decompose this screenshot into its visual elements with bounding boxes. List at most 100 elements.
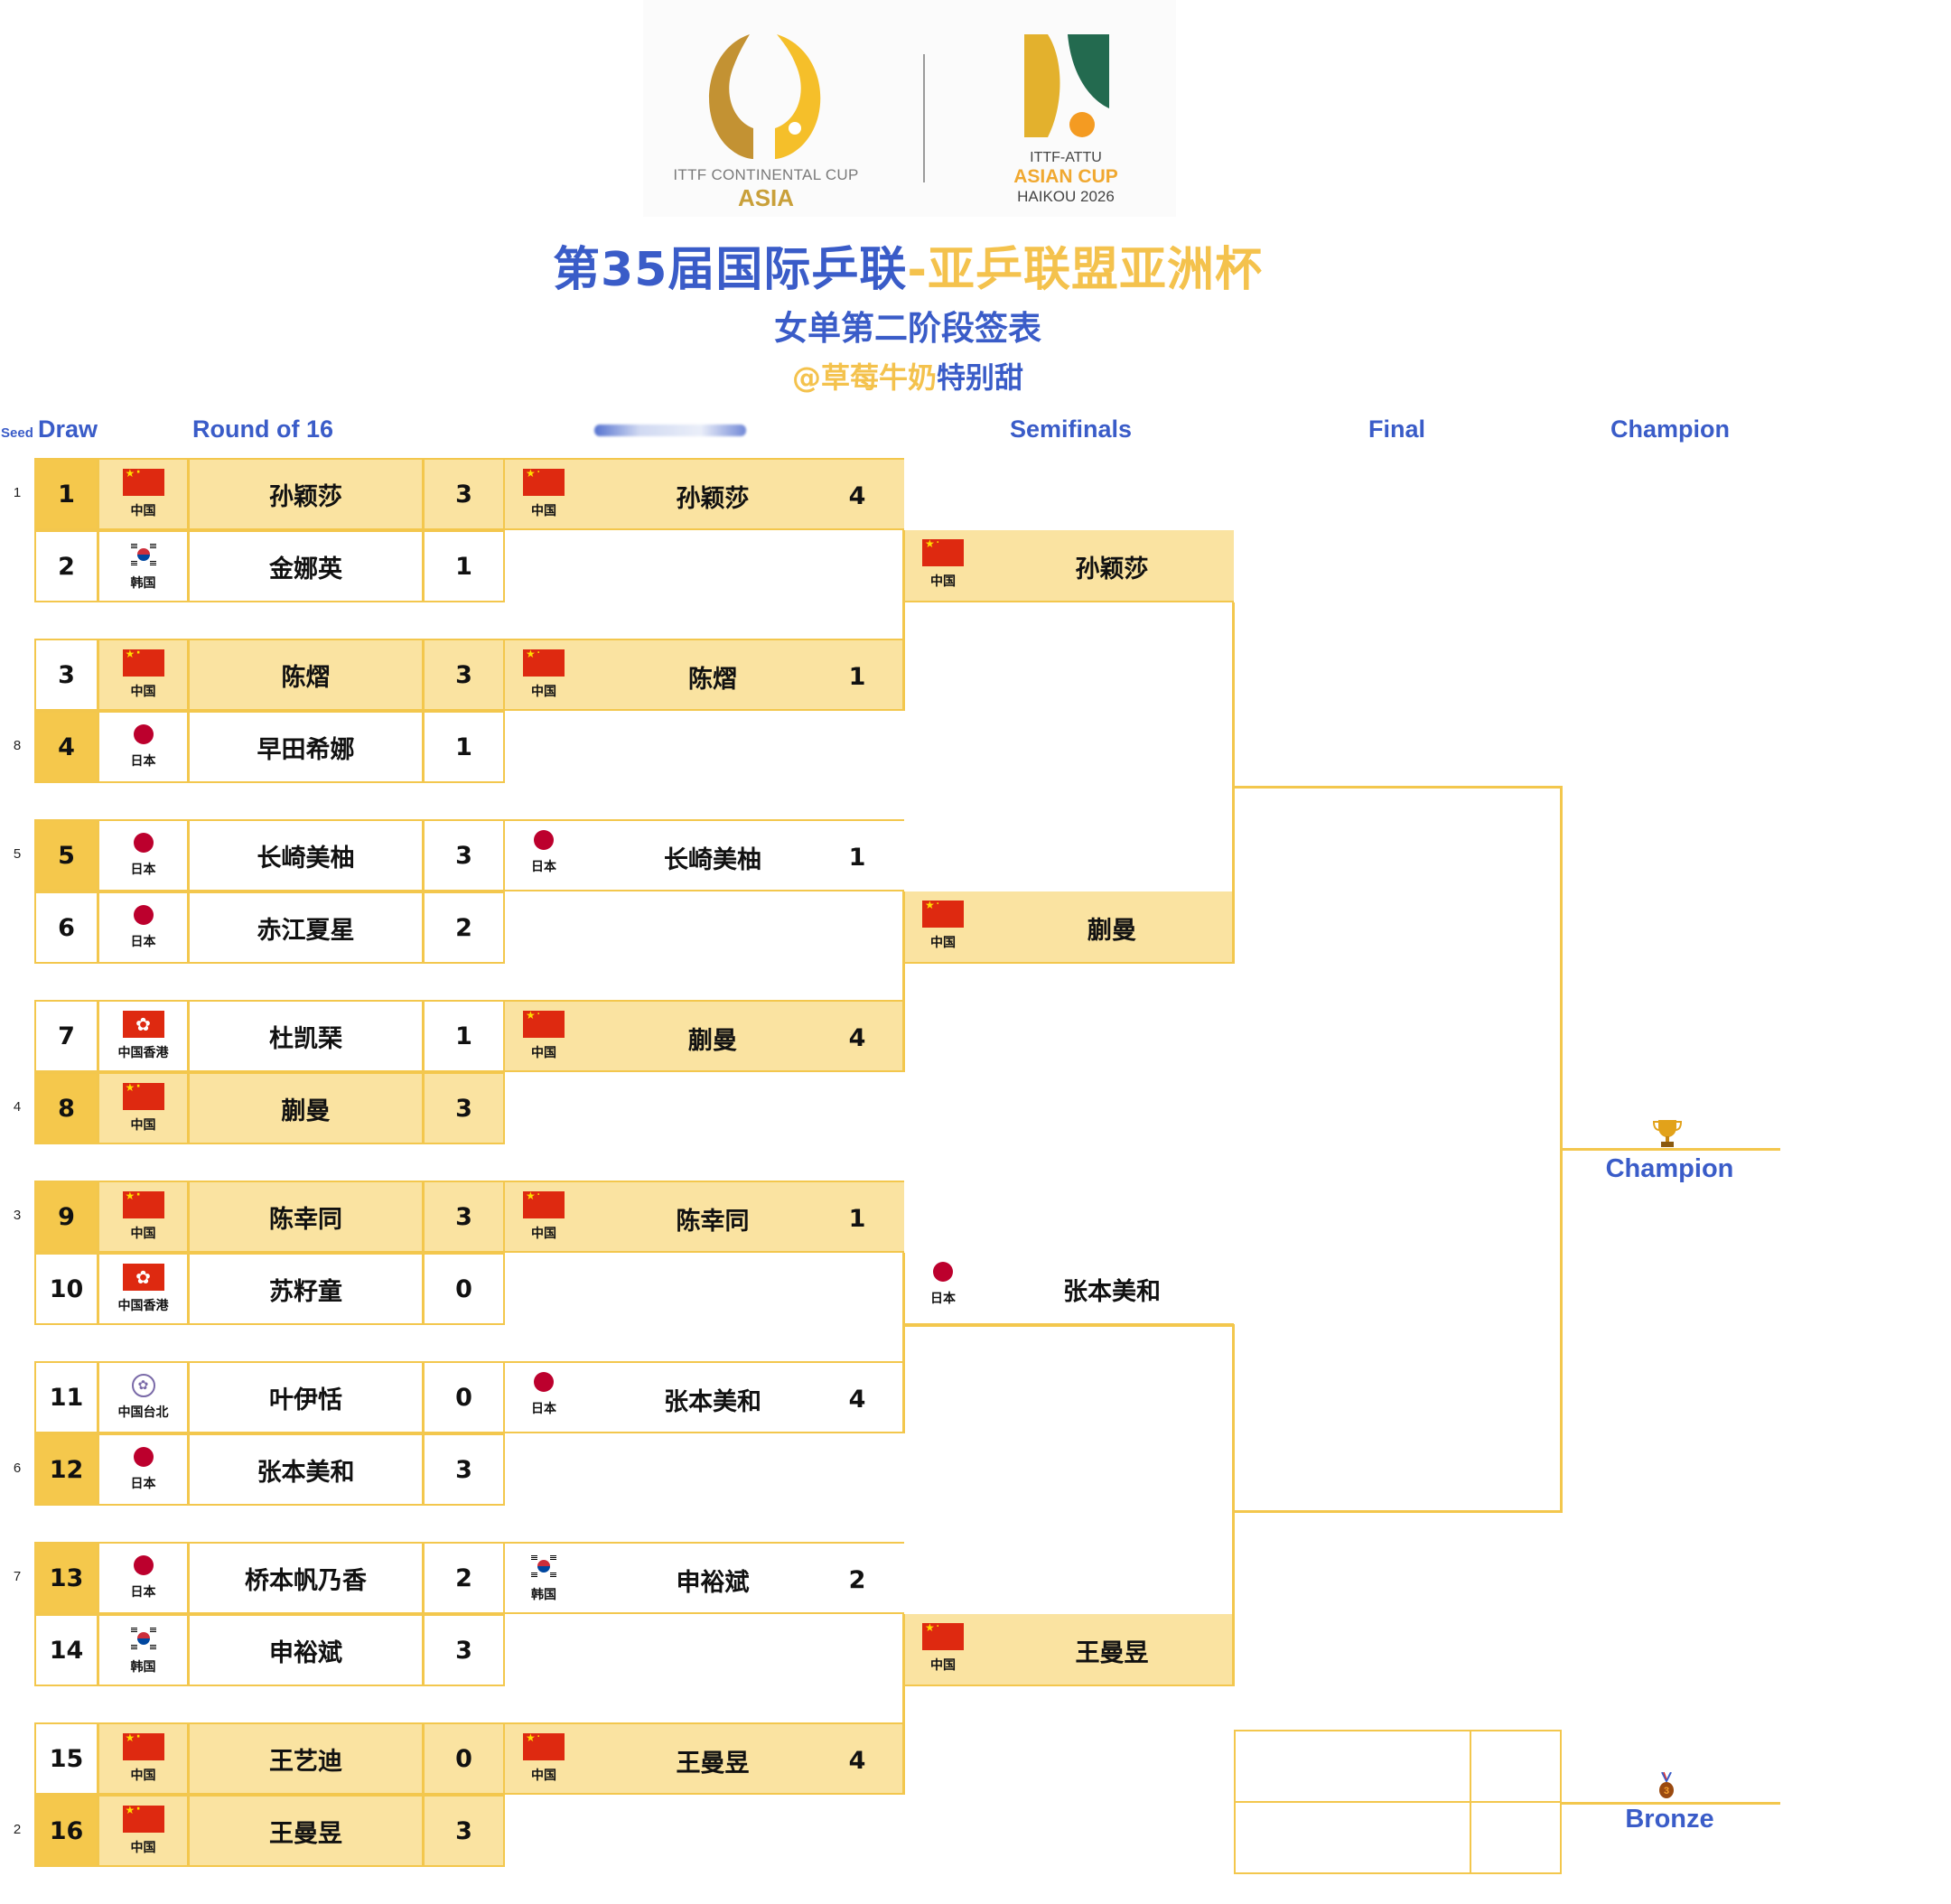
country-cell: 日本: [523, 1372, 565, 1417]
korea-flag-icon: [130, 1625, 157, 1652]
player-name: 杜凯琹: [188, 1000, 424, 1072]
country-name: 日本: [531, 860, 556, 874]
bronze-score1-box: [1470, 1730, 1562, 1803]
china-flag-icon: [122, 1802, 164, 1833]
player-name: 陈熠: [688, 665, 737, 694]
header-semifinals: Semifinals: [1010, 415, 1133, 443]
hongkong-flag-icon: ✿: [122, 1011, 164, 1038]
country-name: 中国: [531, 1046, 556, 1060]
match-score: 3: [423, 458, 505, 530]
player-name: 蒯曼: [188, 1072, 424, 1144]
match-score: 2: [848, 1565, 866, 1594]
connector-line: [1232, 602, 1235, 964]
country-cell: 中国: [922, 536, 964, 590]
round16-row: 15中国王艺迪0: [34, 1722, 505, 1795]
header-round-of-16: Round of 16: [192, 415, 333, 443]
hongkong-flag-icon: ✿: [122, 1264, 164, 1291]
country-name: 日本: [130, 1477, 156, 1491]
chinese-taipei-flag-icon: ✿: [131, 1374, 155, 1397]
match-score: 4: [848, 1746, 866, 1775]
svg-text:3: 3: [1664, 1786, 1669, 1797]
country-name: 中国: [130, 1769, 156, 1783]
match-score: 2: [423, 891, 505, 964]
match-score: 3: [423, 1181, 505, 1253]
player-name: 孙颖莎: [1075, 555, 1149, 583]
china-flag-icon: [122, 1079, 164, 1110]
draw-number: 11: [34, 1361, 98, 1433]
match-score: 0: [423, 1361, 505, 1433]
country-name: 日本: [130, 754, 156, 769]
author-credit: @草莓牛奶特别甜: [0, 355, 1816, 397]
player-name: 孙颖莎: [676, 484, 750, 513]
country-cell: 日本: [98, 1433, 189, 1506]
country-name: 韩国: [531, 1588, 556, 1602]
china-flag-icon: [523, 465, 565, 496]
seed-number: 2: [13, 1822, 22, 1837]
match-score: 1: [423, 1000, 505, 1072]
credit-part1: @草莓牛奶: [791, 360, 937, 395]
bronze-player2-box: [1234, 1801, 1471, 1874]
player-name: 孙颖莎: [188, 458, 424, 530]
draw-number: 1: [34, 458, 98, 530]
player-name: 张本美和: [188, 1433, 424, 1506]
country-cell: 日本: [98, 711, 189, 783]
connector-line: [1560, 786, 1563, 1513]
country-cell: 中国: [523, 465, 565, 519]
champion-label: Champion: [1605, 1154, 1734, 1183]
country-name: 中国: [930, 936, 956, 950]
semifinal-entry: 日本张本美和: [904, 1253, 1234, 1325]
country-cell: ✿中国台北: [98, 1361, 189, 1433]
bronze-medal-icon: 3: [1659, 1772, 1674, 1798]
japan-flag-icon: [133, 724, 154, 744]
page-title: 第35届国际乒联-亚乒联盟亚洲杯: [0, 231, 1816, 299]
player-name: 蒯曼: [1088, 916, 1136, 945]
quarterfinal-entry: 韩国 申裕斌 2: [505, 1542, 904, 1614]
korea-flag-icon: [130, 541, 157, 568]
player-name: 申裕斌: [676, 1568, 750, 1597]
connector-line: [904, 1324, 1235, 1327]
country-cell: 韩国: [523, 1553, 565, 1603]
draw-number: 5: [34, 819, 98, 891]
country-cell: ✿中国香港: [98, 1000, 189, 1072]
china-flag-icon: [523, 1730, 565, 1760]
header-seed: Seed: [1, 425, 33, 441]
bronze-score2-box: [1470, 1801, 1562, 1874]
header-draw: Draw: [38, 415, 98, 443]
logo-right-line3: HAIKOU 2026: [1017, 188, 1115, 205]
country-cell: 日本: [523, 830, 565, 875]
bronze-line: [1562, 1802, 1780, 1805]
header-champion: Champion: [1610, 415, 1730, 443]
player-name: 桥本帆乃香: [188, 1542, 424, 1614]
country-name: 中国: [531, 1769, 556, 1783]
country-cell: 中国: [523, 1188, 565, 1242]
round16-row: 8中国蒯曼3: [34, 1072, 505, 1144]
japan-flag-icon: [133, 1447, 154, 1467]
round16-row: 9中国陈幸同3: [34, 1181, 505, 1253]
player-name: 张本美和: [664, 1387, 761, 1416]
country-name: 日本: [130, 935, 156, 949]
logo-left-line2: ASIA: [737, 184, 795, 211]
country-name: 韩国: [130, 1660, 156, 1675]
connector-line: [1234, 786, 1562, 789]
connector-line: [902, 1253, 905, 1433]
country-cell: 中国: [523, 646, 565, 700]
player-name: 早田希娜: [188, 711, 424, 783]
country-cell: 中国: [922, 897, 964, 951]
match-score: 1: [848, 1204, 866, 1233]
match-score: 3: [423, 1072, 505, 1144]
credit-part2: 特别甜: [937, 360, 1024, 395]
china-flag-icon: [922, 897, 964, 928]
player-name: 王曼昱: [188, 1795, 424, 1867]
ittf-continental-cup-logo-icon: [709, 34, 821, 159]
china-flag-icon: [523, 1188, 565, 1218]
